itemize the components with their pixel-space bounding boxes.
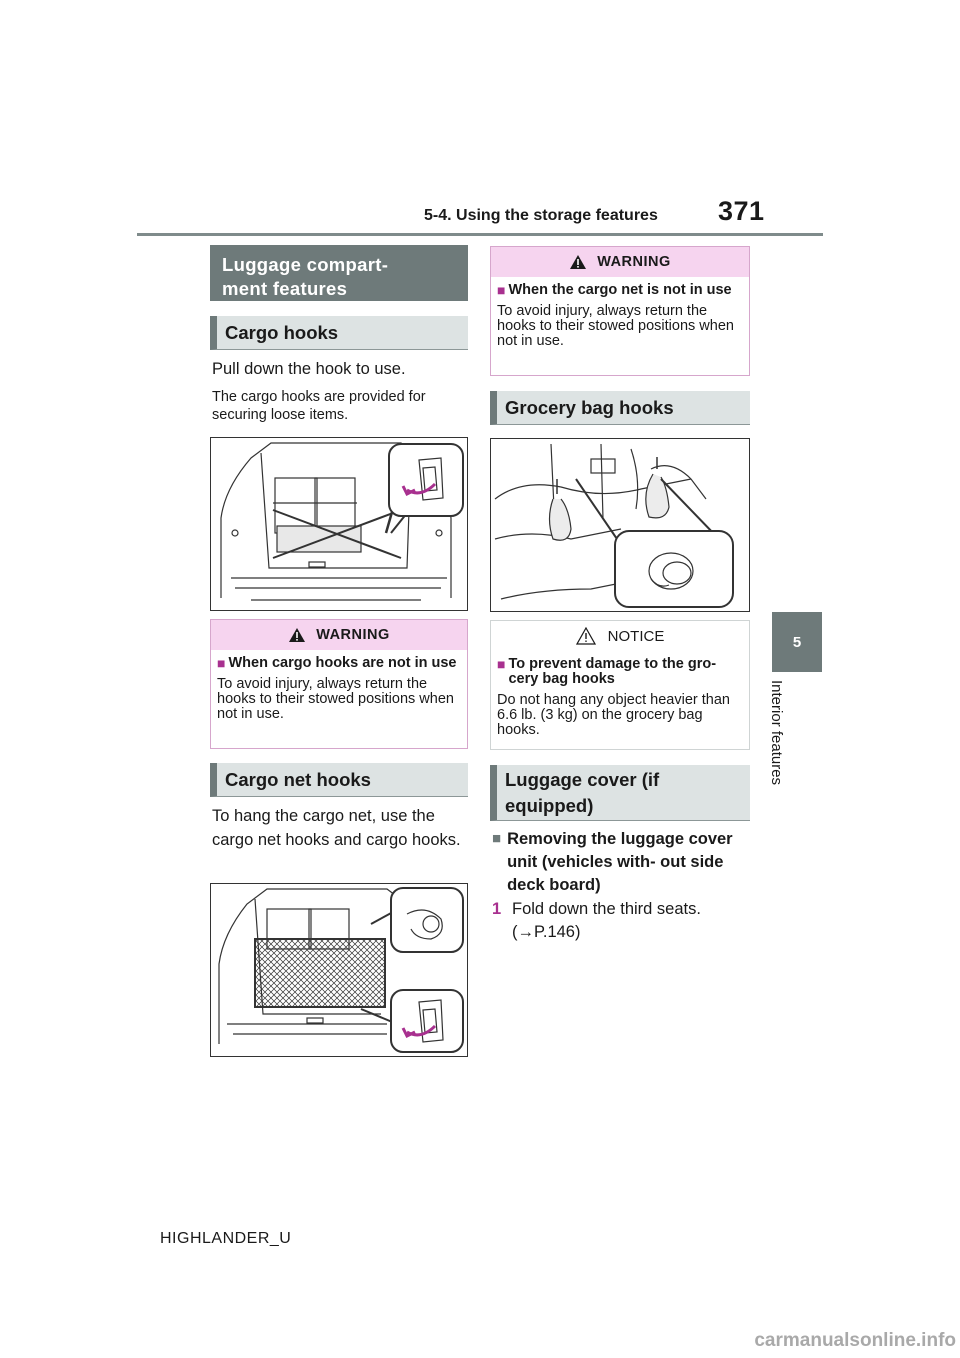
- cargo-net-instruction: To hang the cargo net, use the cargo net…: [212, 807, 461, 849]
- warning-triangle-icon: [289, 628, 306, 642]
- footer-model: HIGHLANDER_U: [160, 1230, 292, 1247]
- warning-box-cargo-net: WARNING ■When the cargo net is not in us…: [490, 246, 750, 376]
- caution-triangle-outline-icon: [575, 627, 596, 645]
- warning-box-cargo-hooks: WARNING ■When cargo hooks are not in use…: [210, 619, 468, 749]
- figure-cargo-hooks: [210, 437, 468, 611]
- warning-label: WARNING: [597, 254, 671, 270]
- heading-grocery-bag-hooks: Grocery bag hooks: [490, 391, 750, 425]
- warning-title: ■When cargo hooks are not in use: [217, 655, 457, 671]
- chapter-label: Interior features: [768, 680, 785, 786]
- step-text: Fold down the third seats.: [512, 900, 701, 918]
- warning-text: To avoid injury, always return the hooks…: [217, 676, 454, 722]
- notice-box-grocery-hooks: NOTICE ■To prevent damage to the gro- ce…: [490, 620, 750, 750]
- bullet-square-icon: ■: [492, 830, 502, 847]
- watermark: carmanualsonline.info: [754, 1330, 956, 1351]
- step-1: 1 Fold down the third seats. (→P.146): [492, 898, 752, 944]
- warning-title: ■When the cargo net is not in use: [497, 282, 732, 298]
- notice-title: ■To prevent damage to the gro- cery bag …: [497, 656, 717, 687]
- page-number: 371: [718, 196, 765, 226]
- step-ref-link[interactable]: (→P.146): [512, 923, 581, 941]
- cargo-hooks-instruction: Pull down the hook to use.: [212, 360, 406, 378]
- section-heading-luggage-features: Luggage compart- ment features: [210, 245, 468, 301]
- section-title: 5-4. Using the storage features: [424, 207, 658, 224]
- heading-luggage-cover: Luggage cover (if equipped): [490, 765, 750, 821]
- heading-cargo-net-hooks: Cargo net hooks: [210, 763, 468, 797]
- notice-label: NOTICE: [607, 627, 665, 645]
- notice-text: Do not hang any object heavier than 6.6 …: [497, 692, 730, 738]
- warning-label: WARNING: [316, 627, 390, 643]
- figure-cargo-net-hooks: [210, 883, 468, 1057]
- bullet-square-icon: ■: [217, 655, 226, 671]
- warning-text: To avoid injury, always return the hooks…: [497, 303, 734, 349]
- figure-grocery-bag-hooks: [490, 438, 750, 612]
- warning-triangle-icon: [570, 255, 587, 269]
- cargo-hooks-description: The cargo hooks are provided for securin…: [212, 389, 426, 423]
- bullet-square-icon: ■: [497, 656, 506, 672]
- heading-cargo-hooks: Cargo hooks: [210, 316, 468, 350]
- bullet-square-icon: ■: [497, 282, 506, 298]
- header-rule: [137, 233, 823, 236]
- chapter-tab[interactable]: 5: [772, 612, 822, 672]
- step-number: 1: [492, 900, 502, 918]
- luggage-cover-subheading: ■ Removing the luggage cover unit (vehic…: [492, 828, 752, 897]
